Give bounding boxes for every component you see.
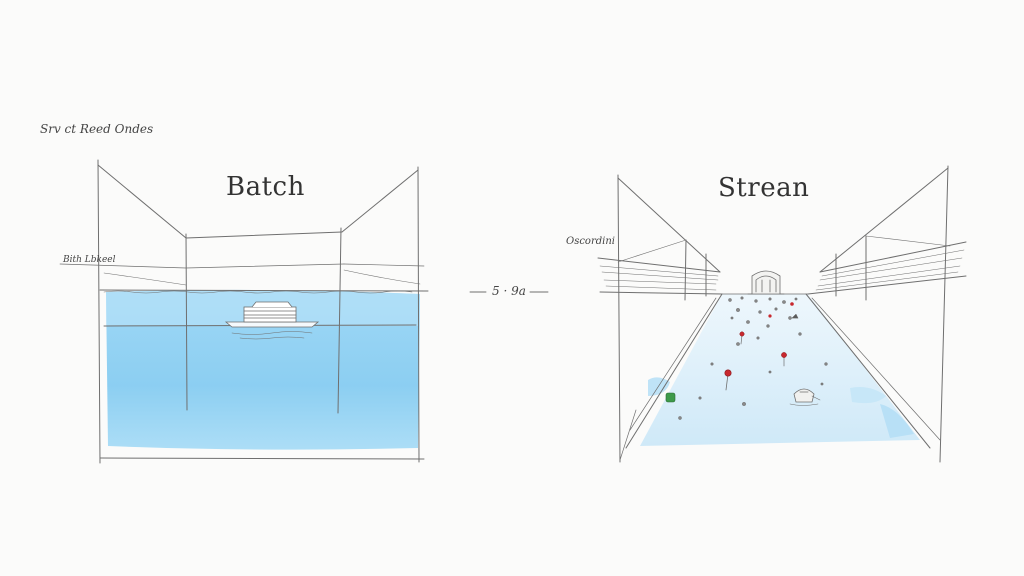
stream-channel-sketch bbox=[597, 165, 967, 463]
tunnel-gate-sketch bbox=[747, 270, 785, 295]
green-marker bbox=[665, 392, 676, 403]
center-note: 5 · 9a bbox=[492, 284, 526, 298]
stream-items bbox=[678, 296, 828, 420]
buoy-marker bbox=[724, 302, 794, 391]
corner-note: Srv ct Reed Ondes bbox=[40, 122, 154, 136]
stream-side-note: Oscordini bbox=[566, 236, 615, 247]
stream-water-fill bbox=[640, 294, 920, 446]
batch-water-fill bbox=[106, 289, 420, 450]
batch-tank-sketch bbox=[59, 159, 429, 464]
small-boat-sketch bbox=[789, 388, 821, 406]
batch-side-note: Bith Lbkeel bbox=[63, 255, 116, 265]
stream-title: Strean bbox=[718, 173, 810, 203]
boat-sketch bbox=[224, 301, 320, 340]
batch-title: Batch bbox=[226, 172, 305, 202]
